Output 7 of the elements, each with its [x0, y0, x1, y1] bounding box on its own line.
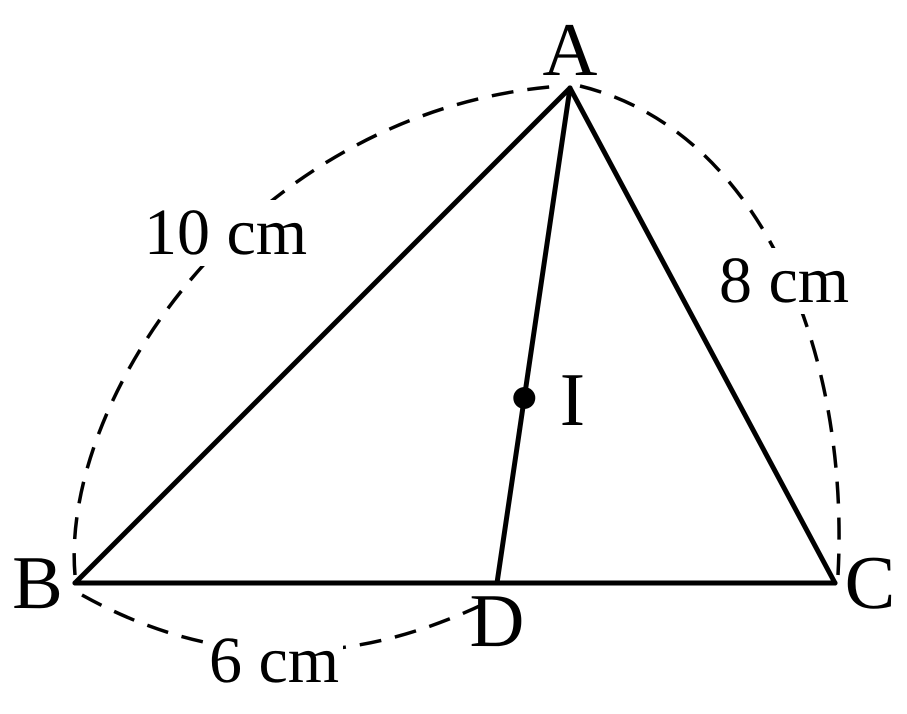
- vertex-label: A: [540, 12, 600, 88]
- point-label: I: [505, 370, 585, 430]
- vertex-label: C: [835, 545, 905, 621]
- line-segment: [526, 86, 572, 372]
- point-label: D: [462, 583, 532, 659]
- vertex-label: B: [0, 545, 75, 621]
- line-segment: [494, 580, 838, 586]
